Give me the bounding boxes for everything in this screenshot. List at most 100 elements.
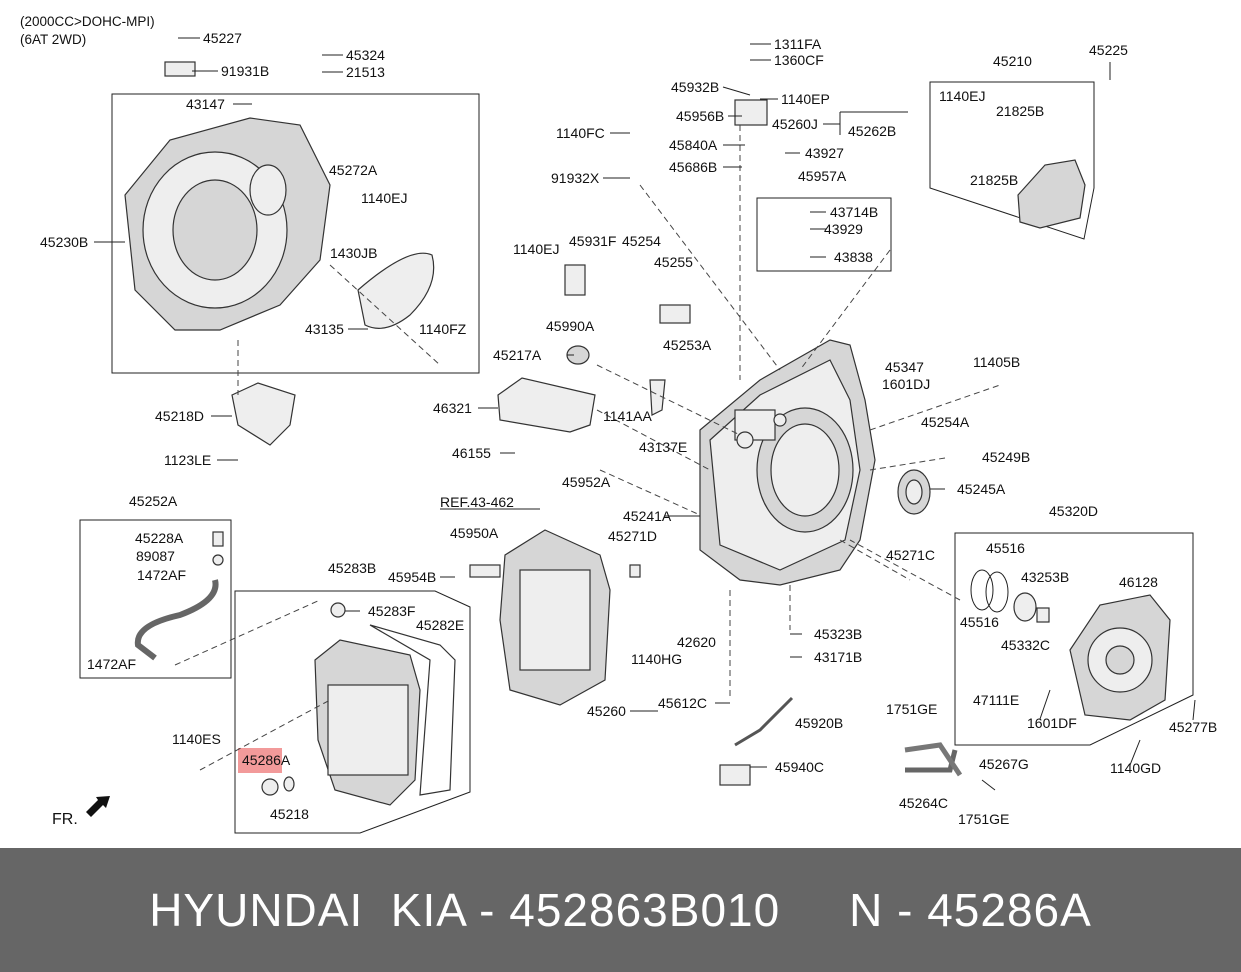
label-45253A: 45253A <box>663 337 712 353</box>
label-45332C: 45332C <box>1001 637 1050 653</box>
label-47111E: 47111E <box>973 692 1019 708</box>
sensor-cable <box>734 696 794 747</box>
o-ring-2 <box>985 571 1009 613</box>
leader-lines <box>94 37 1196 791</box>
label-45952A: 45952A <box>562 474 611 490</box>
label-43171B: 43171B <box>814 649 862 665</box>
inhibitor-switch <box>734 99 768 126</box>
label-45225: 45225 <box>1089 42 1128 58</box>
label-45956B: 45956B <box>676 108 724 124</box>
label-1311FA: 1311FA <box>774 36 822 52</box>
label-21513: 21513 <box>346 64 385 80</box>
label-91931B: 91931B <box>221 63 269 79</box>
transaxle-case <box>699 339 876 586</box>
plug-45271D <box>629 564 641 578</box>
label-45940C: 45940C <box>775 759 824 775</box>
part-labels: 45227 91931B 45324 21513 43147 45272A 11… <box>40 30 1217 827</box>
breather-fitting <box>212 531 224 547</box>
label-1140EJ-switch: 1140EJ <box>513 241 559 257</box>
engine-spec-label: (2000CC>DOHC-MPI) <box>20 14 155 29</box>
label-45217A: 45217A <box>493 347 542 363</box>
label-1140ES: 1140ES <box>172 731 221 747</box>
label-45282E: 45282E <box>416 617 464 633</box>
label-1140FZ: 1140FZ <box>419 321 467 337</box>
label-43253B: 43253B <box>1021 569 1069 585</box>
label-43147: 43147 <box>186 96 225 112</box>
label-46321: 46321 <box>433 400 472 416</box>
label-43929: 43929 <box>824 221 863 237</box>
label-45686B: 45686B <box>669 159 717 175</box>
label-11405B: 11405B <box>973 354 1020 370</box>
label-42620: 42620 <box>677 634 716 650</box>
bushing-45332C <box>1036 607 1050 623</box>
label-1430JB: 1430JB <box>330 245 377 261</box>
label-1140EJ-bracket: 1140EJ <box>939 88 985 104</box>
label-45277B: 45277B <box>1169 719 1217 735</box>
label-45323B: 45323B <box>814 626 862 642</box>
label-45271D: 45271D <box>608 528 657 544</box>
label-45227: 45227 <box>203 30 242 46</box>
o-ring-1 <box>970 569 994 611</box>
label-45228A: 45228A <box>135 530 184 546</box>
label-45932B: 45932B <box>671 79 719 95</box>
label-1360CF: 1360CF <box>774 52 824 68</box>
label-46155: 46155 <box>452 445 491 461</box>
label-43135: 43135 <box>305 321 344 337</box>
label-43137E: 43137E <box>639 439 687 455</box>
label-45245A: 45245A <box>957 481 1006 497</box>
label-1472AF: 1472AF <box>137 567 186 583</box>
label-45347: 45347 <box>885 359 924 375</box>
label-45516: 45516 <box>986 540 1025 556</box>
label-45950A: 45950A <box>450 525 499 541</box>
mount-bracket-45218D <box>231 382 296 446</box>
label-45840A: 45840A <box>669 137 718 153</box>
label-45283F: 45283F <box>368 603 415 619</box>
label-45255: 45255 <box>654 254 693 270</box>
seal-43253B <box>1013 592 1037 622</box>
oil-strainer <box>497 377 596 433</box>
lever-45253A <box>659 304 691 324</box>
label-45252A: 45252A <box>129 493 178 509</box>
rear-cover-group-box <box>954 532 1194 746</box>
label-45272A: 45272A <box>329 162 378 178</box>
label-45249B: 45249B <box>982 449 1030 465</box>
oil-pan <box>314 602 456 806</box>
label-45931F: 45931F <box>569 233 616 249</box>
rear-cover <box>1069 594 1171 721</box>
transmission-spec-label: (6AT 2WD) <box>20 32 86 47</box>
label-45230B: 45230B <box>40 234 88 250</box>
hose-clip <box>212 554 224 566</box>
label-91932X: 91932X <box>551 170 600 186</box>
bracket-45990A <box>564 264 586 296</box>
label-1140FC: 1140FC <box>556 125 605 141</box>
harness-bracket <box>164 61 196 77</box>
detent-spring-45950A <box>469 564 501 578</box>
label-43838: 43838 <box>834 249 873 265</box>
label-45262B: 45262B <box>848 123 896 139</box>
speed-sensor <box>719 764 751 786</box>
label-45264C: 45264C <box>899 795 948 811</box>
front-arrow-icon <box>86 796 110 817</box>
label-45210: 45210 <box>993 53 1032 69</box>
label-21825B: 21825B <box>996 103 1044 119</box>
part-number-text: HYUNDAI KIA - 452863B010 N - 45286A <box>149 884 1092 936</box>
converter-housing-group-box <box>111 93 480 374</box>
label-45283B: 45283B <box>328 560 376 576</box>
bracket-43137E <box>649 379 666 416</box>
label-45254: 45254 <box>622 233 661 249</box>
label-1472AF-lower: 1472AF <box>87 656 136 672</box>
label-45920B: 45920B <box>795 715 843 731</box>
mounting-bracket <box>1017 159 1086 229</box>
label-1601DJ: 1601DJ <box>882 376 930 392</box>
label-45260J: 45260J <box>772 116 818 132</box>
part-number-banner: HYUNDAI KIA - 452863B010 N - 45286A <box>0 848 1241 972</box>
label-1751GE: 1751GE <box>886 701 937 717</box>
label-45324: 45324 <box>346 47 385 63</box>
label-45241A: 45241A <box>623 508 672 524</box>
exploded-parts-diagram: (2000CC>DOHC-MPI) (6AT 2WD) <box>20 14 1217 834</box>
label-89087: 89087 <box>136 548 175 564</box>
label-1140EP: 1140EP <box>781 91 830 107</box>
drain-plug <box>261 778 279 796</box>
label-45957A: 45957A <box>798 168 847 184</box>
drain-gasket <box>283 776 295 792</box>
